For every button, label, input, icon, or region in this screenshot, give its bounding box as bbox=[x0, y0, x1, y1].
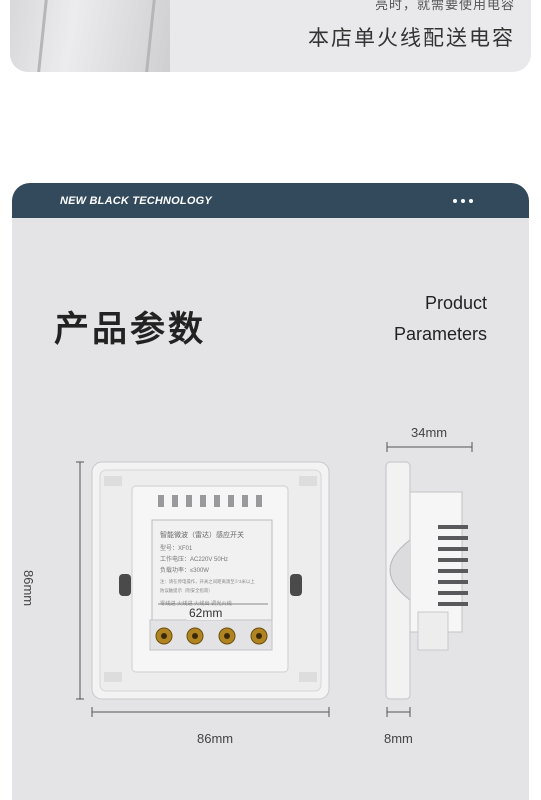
label-terminals: 零线进 火线进 火线出 调光火线 bbox=[160, 599, 232, 607]
dim-front-height: 86mm bbox=[21, 570, 36, 607]
label-line-note: 注：请在停电操作，开关之间距离须至少3米以上 bbox=[160, 578, 255, 585]
dim-side-panel: 8mm bbox=[384, 731, 413, 746]
more-dots-icon bbox=[453, 199, 473, 203]
label-line-power: 负载功率：≤300W bbox=[160, 566, 209, 574]
dim-module-width: 62mm bbox=[187, 606, 225, 620]
product-photo-partial bbox=[10, 0, 170, 72]
section-title-cn: 产品参数 bbox=[54, 310, 207, 349]
side-dimensions bbox=[386, 442, 473, 717]
label-line-note2: 防误触提示（附安全指南） bbox=[160, 587, 213, 594]
switch-front-view: 智能微波（雷达）感应开关 型号：XF01 工作电压：AC220V 50Hz 负载… bbox=[91, 461, 330, 700]
label-line-voltage: 工作电压：AC220V 50Hz bbox=[160, 555, 228, 563]
header-text: NEW BLACK TECHNOLOGY bbox=[60, 195, 212, 207]
section-title-en-line2: Parameters bbox=[393, 324, 487, 344]
label-line-title: 智能微波（雷达）感应开关 bbox=[160, 530, 244, 539]
section-title-en-line1: Product bbox=[424, 293, 487, 313]
terminal-screws bbox=[155, 627, 268, 645]
banner-text-small: 亮时，就需要使用电容 bbox=[374, 0, 515, 12]
dim-side-depth: 34mm bbox=[411, 425, 448, 440]
top-banner: 亮时，就需要使用电容 本店单火线配送电容 bbox=[10, 0, 531, 72]
dim-front-width: 86mm bbox=[197, 731, 234, 746]
switch-side-view bbox=[385, 461, 468, 700]
label-line-model: 型号：XF01 bbox=[160, 544, 193, 552]
panel-header: NEW BLACK TECHNOLOGY bbox=[12, 183, 529, 218]
front-dimensions bbox=[76, 461, 330, 717]
banner-text-big: 本店单火线配送电容 bbox=[308, 27, 515, 50]
